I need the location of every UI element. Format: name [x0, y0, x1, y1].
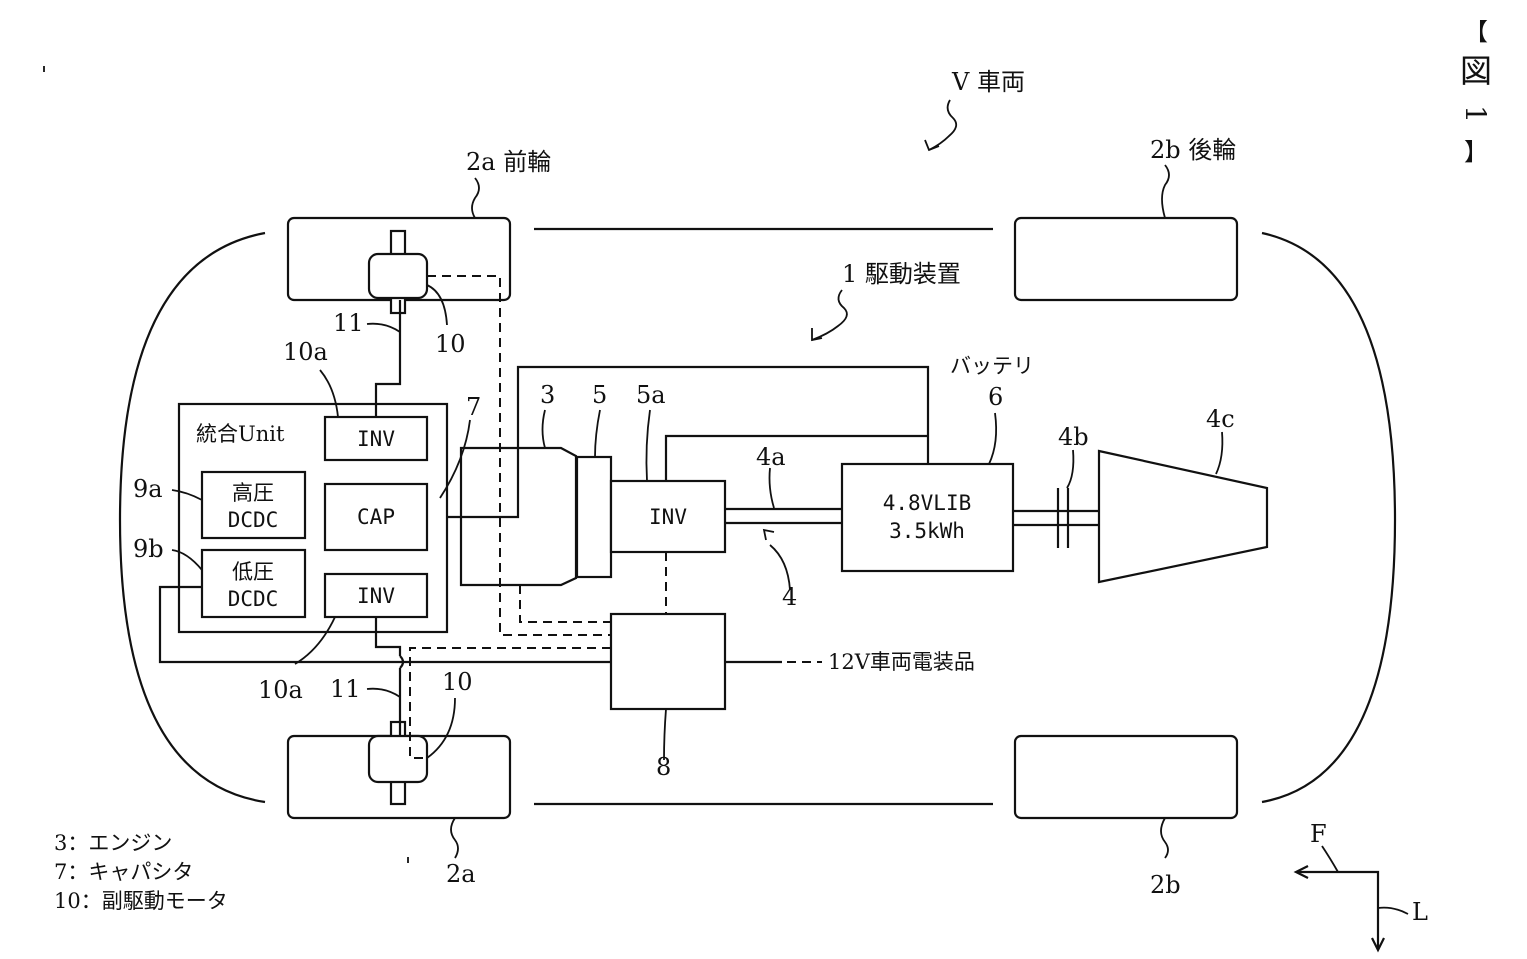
- callout-5: 5: [592, 381, 607, 409]
- differential-4c: [1099, 451, 1267, 582]
- figure-label-open: 【: [1464, 18, 1488, 46]
- direction-indicator: [1296, 846, 1408, 950]
- dcdc-box-8: [611, 614, 725, 709]
- front-wheel-label: 2a 前輪: [466, 148, 551, 176]
- callout-10-bottom: 10: [442, 668, 473, 696]
- front-wheel-bottom-label: 2a: [446, 860, 476, 888]
- figure-label-close: 】: [1464, 138, 1488, 166]
- callout-10a-top: 10a: [283, 338, 328, 366]
- figure-label-number: 1: [1459, 105, 1492, 123]
- callout-9b: 9b: [133, 535, 164, 563]
- figure-label: 【 図 1 】: [1459, 18, 1492, 166]
- callout-8: 8: [656, 753, 671, 781]
- callout-3: 3: [540, 381, 555, 409]
- callout-4c: 4c: [1206, 405, 1235, 433]
- callout-11-bottom: 11: [330, 675, 361, 703]
- integrated-unit-title: 統合Unit: [196, 422, 285, 446]
- drive-device-label: 1 駆動装置: [842, 260, 961, 288]
- capacitor-label: CAP: [357, 505, 395, 529]
- legend-item: 7：キャパシタ: [54, 860, 193, 884]
- battery-box: [842, 464, 1013, 571]
- callout-4: 4: [782, 583, 797, 611]
- callout-4b: 4b: [1058, 423, 1089, 451]
- battery-kana-label: バッテリ: [950, 354, 1034, 378]
- legend: 3：エンジン 7：キャパシタ 10：副駆動モータ: [54, 831, 228, 913]
- hv-dcdc-label-2: DCDC: [228, 508, 279, 532]
- callout-10-top: 10: [435, 330, 466, 358]
- battery-spec-2: 3.5kWh: [889, 519, 965, 543]
- rear-wheel-bottom: [1015, 736, 1237, 818]
- rear-wheel-top: [1015, 218, 1237, 300]
- inv-10a-bottom-label: INV: [357, 584, 395, 608]
- legend-item: 3：エンジン: [54, 831, 172, 855]
- lv-dcdc-label-1: 低圧: [232, 560, 274, 584]
- inverter-5a-label: INV: [649, 505, 687, 529]
- direction-forward: F: [1310, 820, 1327, 848]
- inv-10a-top-label: INV: [357, 427, 395, 451]
- rear-wheel-label: 2b 後輪: [1150, 136, 1236, 164]
- direction-left: L: [1412, 898, 1428, 926]
- callout-11-top: 11: [333, 309, 364, 337]
- figure-label-char: 図: [1460, 52, 1492, 90]
- callout-6: 6: [988, 383, 1003, 411]
- callout-4a: 4a: [756, 443, 786, 471]
- hv-dcdc-label-1: 高圧: [232, 481, 274, 505]
- electrical-label: 12V車両電装品: [828, 650, 975, 674]
- callout-10a-bottom: 10a: [258, 676, 303, 704]
- battery-spec-1: 4.8VLIB: [883, 491, 972, 515]
- vehicle-label: V 車両: [951, 68, 1025, 96]
- callout-9a: 9a: [133, 475, 163, 503]
- lv-dcdc-label-2: DCDC: [228, 587, 279, 611]
- part-5-block: [577, 457, 611, 577]
- legend-item: 10：副駆動モータ: [54, 889, 228, 913]
- callout-5a: 5a: [636, 381, 666, 409]
- callout-7: 7: [466, 393, 481, 421]
- rear-wheel-bottom-label: 2b: [1150, 871, 1181, 899]
